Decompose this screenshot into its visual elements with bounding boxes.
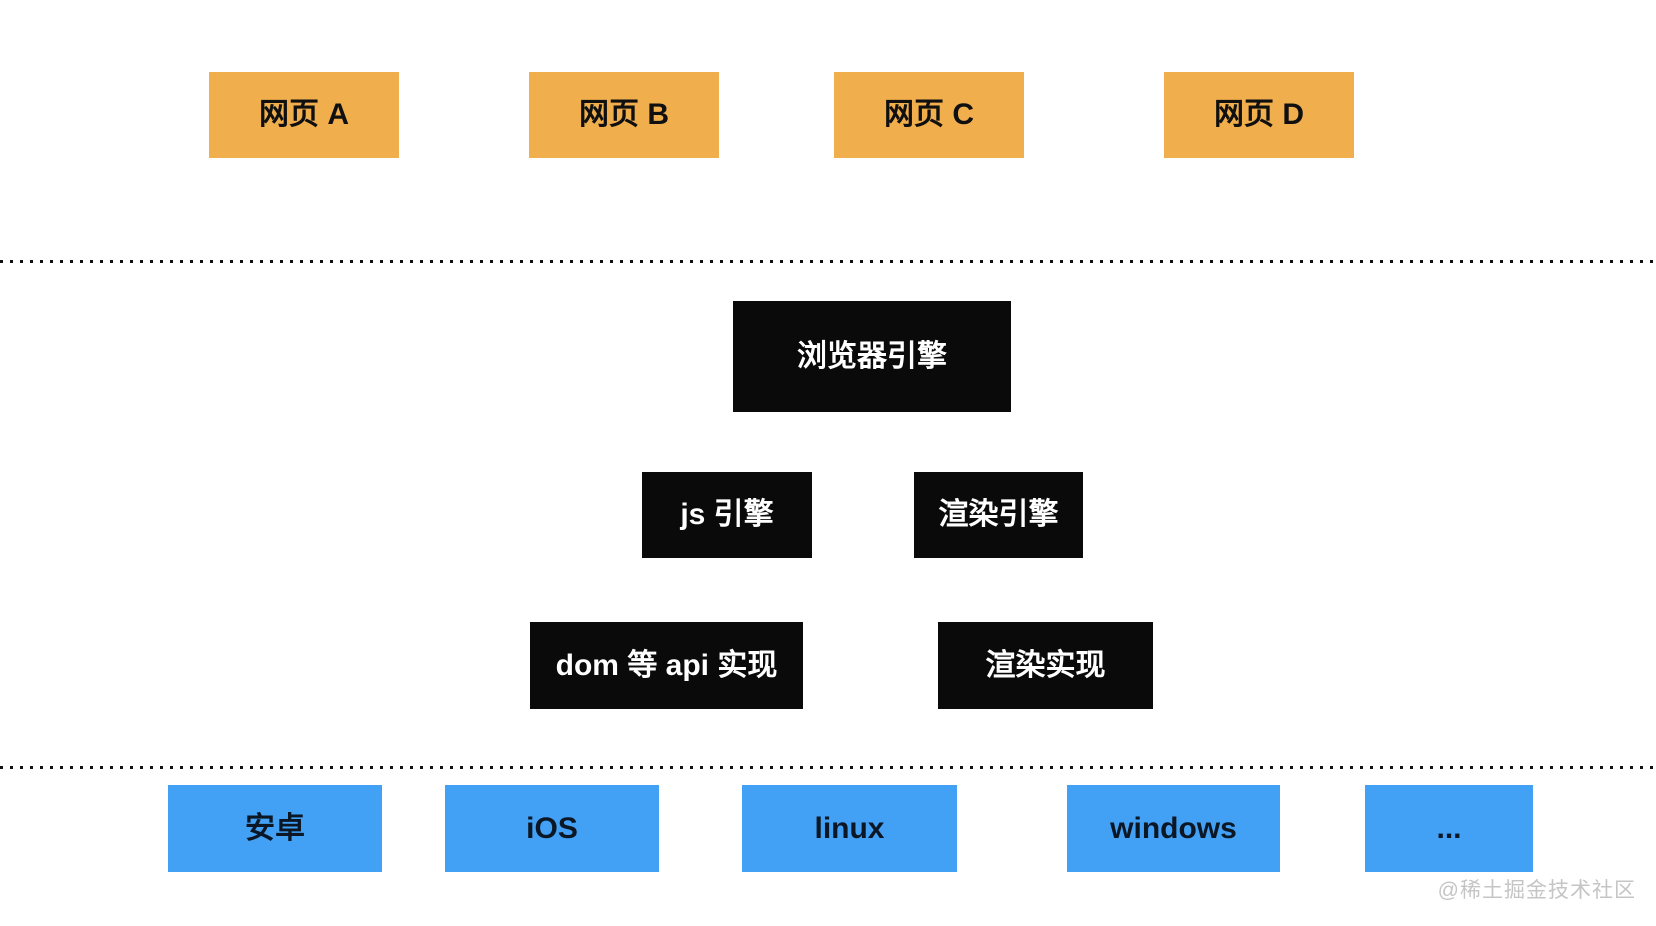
browser-engine-label: 浏览器引擎 xyxy=(797,339,947,373)
dom-api-impl-label: dom 等 api 实现 xyxy=(555,648,778,682)
platform-more-label: ... xyxy=(1436,811,1462,845)
platform-box-ios: iOS xyxy=(445,785,659,872)
platform-android-label: 安卓 xyxy=(245,811,305,845)
render-impl-box: 渲染实现 xyxy=(938,622,1153,709)
webpage-box-b: 网页 B xyxy=(529,72,719,158)
webpage-box-b-label: 网页 B xyxy=(579,98,669,131)
webpage-box-d-label: 网页 D xyxy=(1214,98,1304,131)
webpage-box-a-label: 网页 A xyxy=(259,98,349,131)
dom-api-impl-box: dom 等 api 实现 xyxy=(530,622,803,709)
platform-box-linux: linux xyxy=(742,785,957,872)
platform-box-more: ... xyxy=(1365,785,1533,872)
browser-engine-box: 浏览器引擎 xyxy=(733,301,1011,412)
separator-line-bottom xyxy=(0,766,1656,769)
webpage-box-a: 网页 A xyxy=(209,72,399,158)
render-engine-box: 渲染引擎 xyxy=(914,472,1083,558)
js-engine-label: js 引擎 xyxy=(680,498,774,531)
js-engine-box: js 引擎 xyxy=(642,472,812,558)
platform-linux-label: linux xyxy=(814,811,885,845)
platform-box-windows: windows xyxy=(1067,785,1280,872)
platform-windows-label: windows xyxy=(1110,811,1237,845)
webpage-box-c: 网页 C xyxy=(834,72,1024,158)
webpage-box-d: 网页 D xyxy=(1164,72,1354,158)
platform-box-android: 安卓 xyxy=(168,785,382,872)
render-engine-label: 渲染引擎 xyxy=(938,498,1059,531)
separator-line-top xyxy=(0,260,1656,263)
render-impl-label: 渲染实现 xyxy=(985,648,1106,682)
platform-ios-label: iOS xyxy=(526,811,578,845)
webpage-box-c-label: 网页 C xyxy=(884,98,974,131)
watermark: @稀土掘金技术社区 xyxy=(1437,879,1636,902)
